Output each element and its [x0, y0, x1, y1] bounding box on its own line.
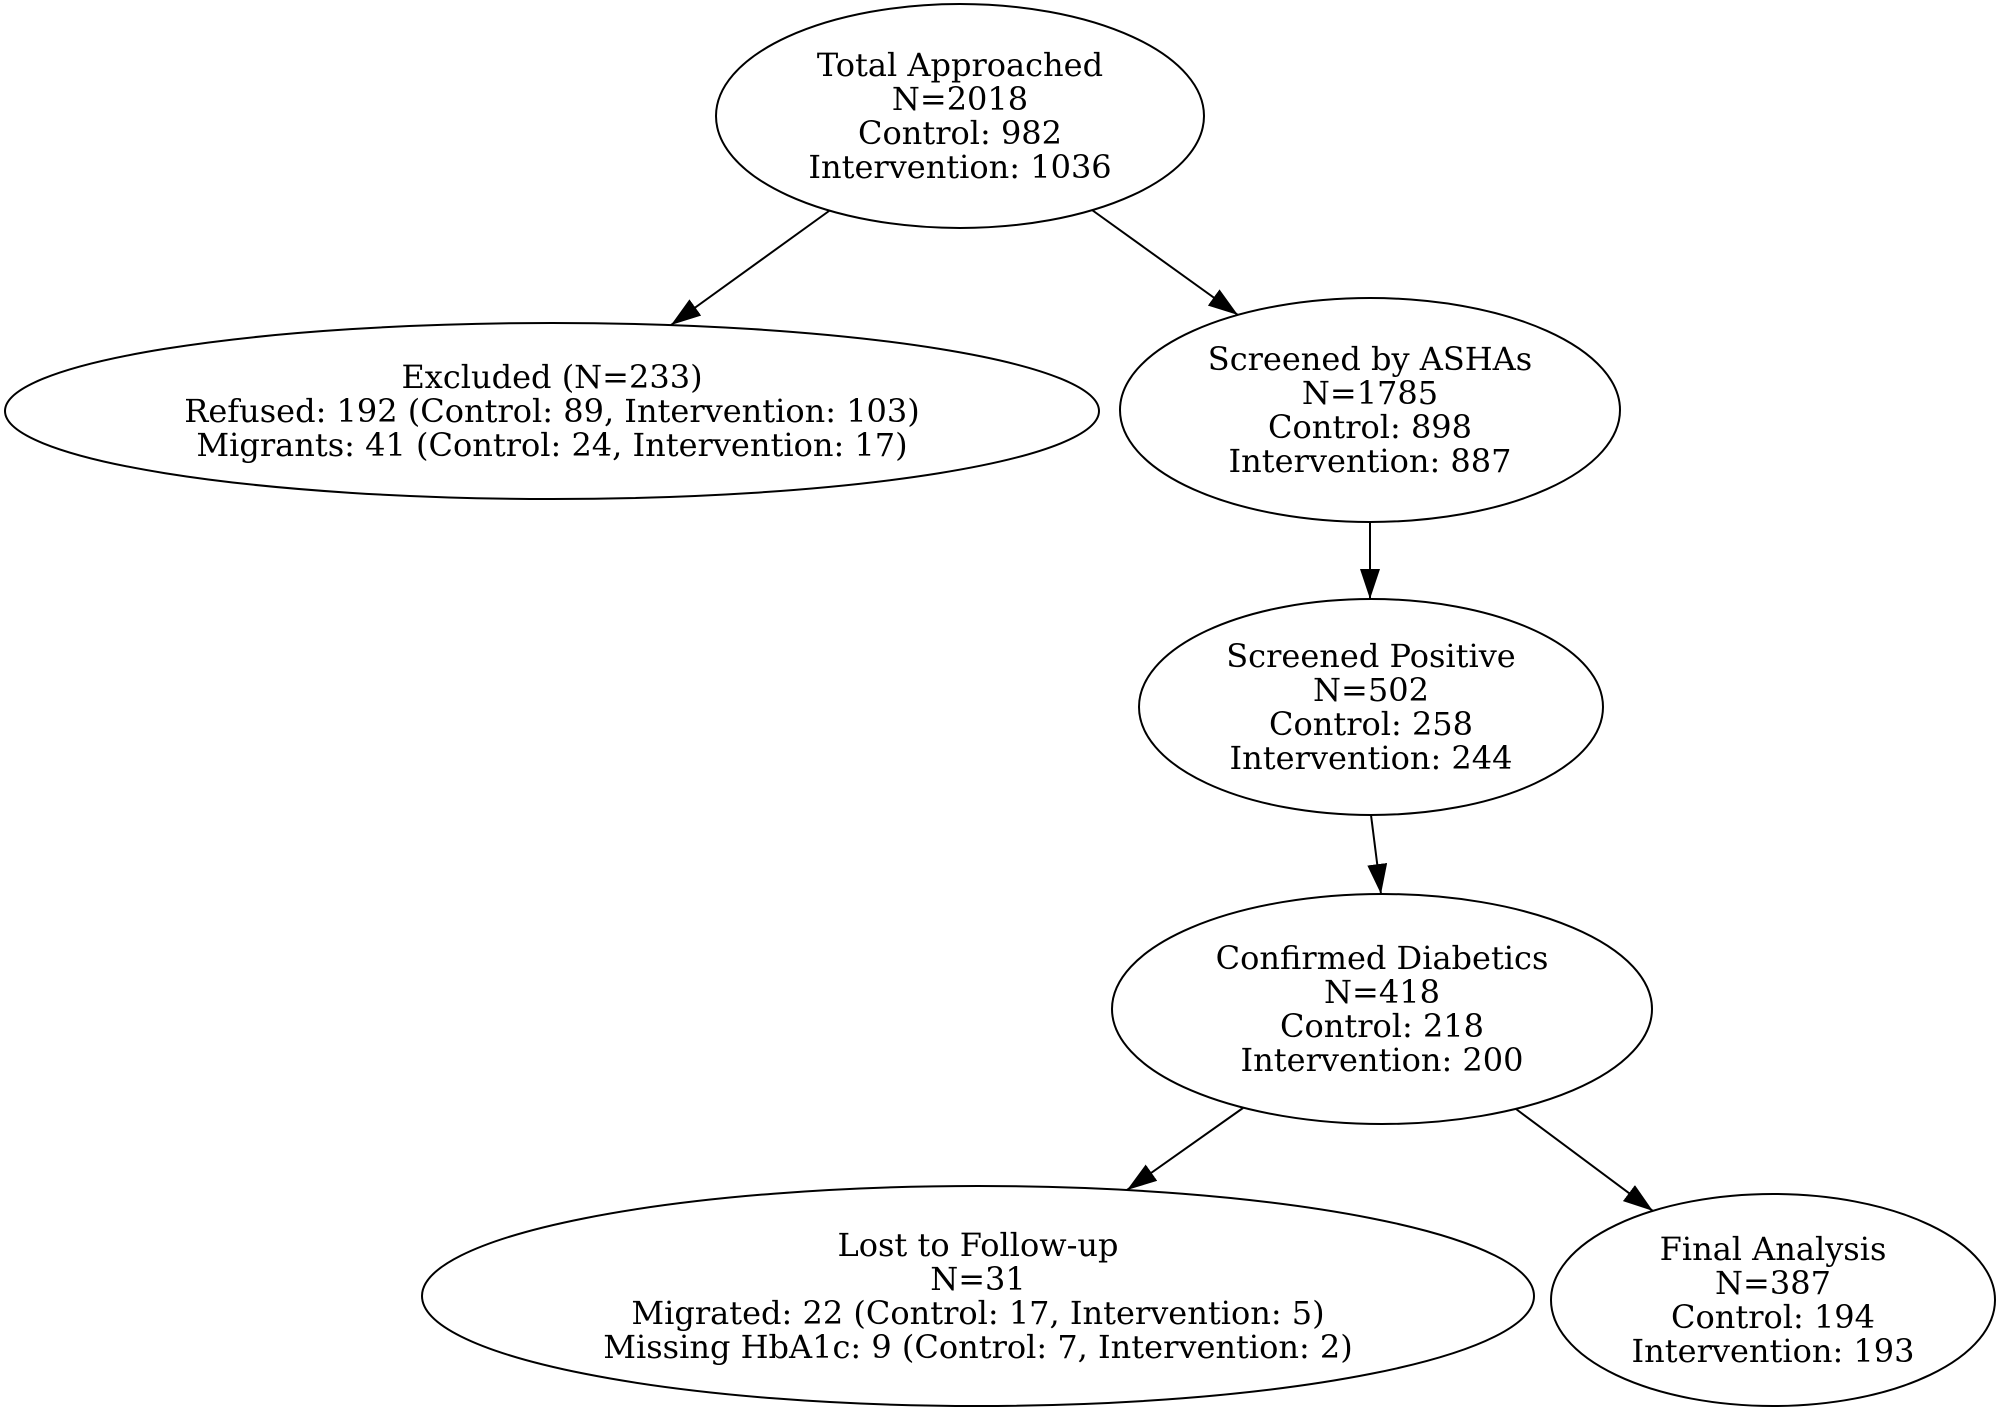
node-screened-by-ashas: Screened by ASHAs N=1785 Control: 898 In…: [1120, 298, 1620, 522]
text-line: Excluded (N=233): [401, 358, 703, 396]
text-line: Missing HbA1c: 9 (Control: 7, Interventi…: [603, 1328, 1353, 1366]
text-line: Confirmed Diabetics: [1215, 939, 1549, 977]
text-line: N=418: [1324, 973, 1440, 1011]
text-line: Total Approached: [816, 46, 1104, 84]
node-final-analysis: Final Analysis N=387 Control: 194 Interv…: [1551, 1194, 1995, 1406]
node-final-analysis-ellipse: [1550, 1193, 1996, 1407]
node-excluded-ellipse: [4, 322, 1100, 500]
text-line: Control: 258: [1268, 705, 1474, 743]
text-line: Lost to Follow-up: [837, 1226, 1119, 1264]
text-line: N=387: [1715, 1264, 1831, 1302]
node-excluded: Excluded (N=233) Refused: 192 (Control: …: [5, 323, 1099, 499]
text-line: Screened Positive: [1226, 637, 1516, 675]
text-line: Intervention: 1036: [808, 148, 1112, 186]
arrow-total-to-screened-by-ashas: [1091, 209, 1239, 316]
text-line: Intervention: 193: [1631, 1332, 1915, 1370]
arrow-confirmed-to-final: [1515, 1108, 1654, 1212]
text-line: Migrated: 22 (Control: 17, Intervention:…: [631, 1294, 1325, 1332]
node-confirmed-diabetics-ellipse: [1111, 893, 1653, 1125]
node-lost-to-followup: Lost to Follow-up N=31 Migrated: 22 (Con…: [422, 1186, 1534, 1406]
node-screened-positive: Screened Positive N=502 Control: 258 Int…: [1139, 599, 1603, 815]
text-line: Intervention: 200: [1240, 1041, 1524, 1079]
text-line: Screened by ASHAs: [1207, 340, 1533, 378]
text-line: Control: 982: [857, 114, 1063, 152]
text-line: Final Analysis: [1659, 1230, 1887, 1268]
node-total-approached: Total Approached N=2018 Control: 982 Int…: [716, 4, 1204, 228]
node-lost-to-followup-ellipse: [421, 1185, 1535, 1407]
text-line: Intervention: 244: [1229, 739, 1513, 777]
text-line: Migrants: 41 (Control: 24, Intervention:…: [196, 426, 908, 464]
text-line: N=1785: [1301, 374, 1439, 412]
arrow-screened-positive-to-confirmed: [1367, 814, 1388, 895]
node-total-approached-ellipse: [715, 3, 1205, 229]
text-line: Control: 194: [1670, 1298, 1876, 1336]
text-line: Refused: 192 (Control: 89, Intervention:…: [184, 392, 920, 430]
arrow-confirmed-to-lost: [1126, 1107, 1244, 1191]
text-line: Control: 218: [1279, 1007, 1485, 1045]
node-confirmed-diabetics: Confirmed Diabetics N=418 Control: 218 I…: [1112, 894, 1652, 1124]
text-line: Control: 898: [1267, 408, 1473, 446]
text-line: N=2018: [891, 80, 1029, 118]
arrow-total-to-excluded: [670, 210, 830, 326]
text-line: N=502: [1313, 671, 1429, 709]
text-line: Intervention: 887: [1228, 442, 1512, 480]
text-line: N=31: [930, 1260, 1026, 1298]
